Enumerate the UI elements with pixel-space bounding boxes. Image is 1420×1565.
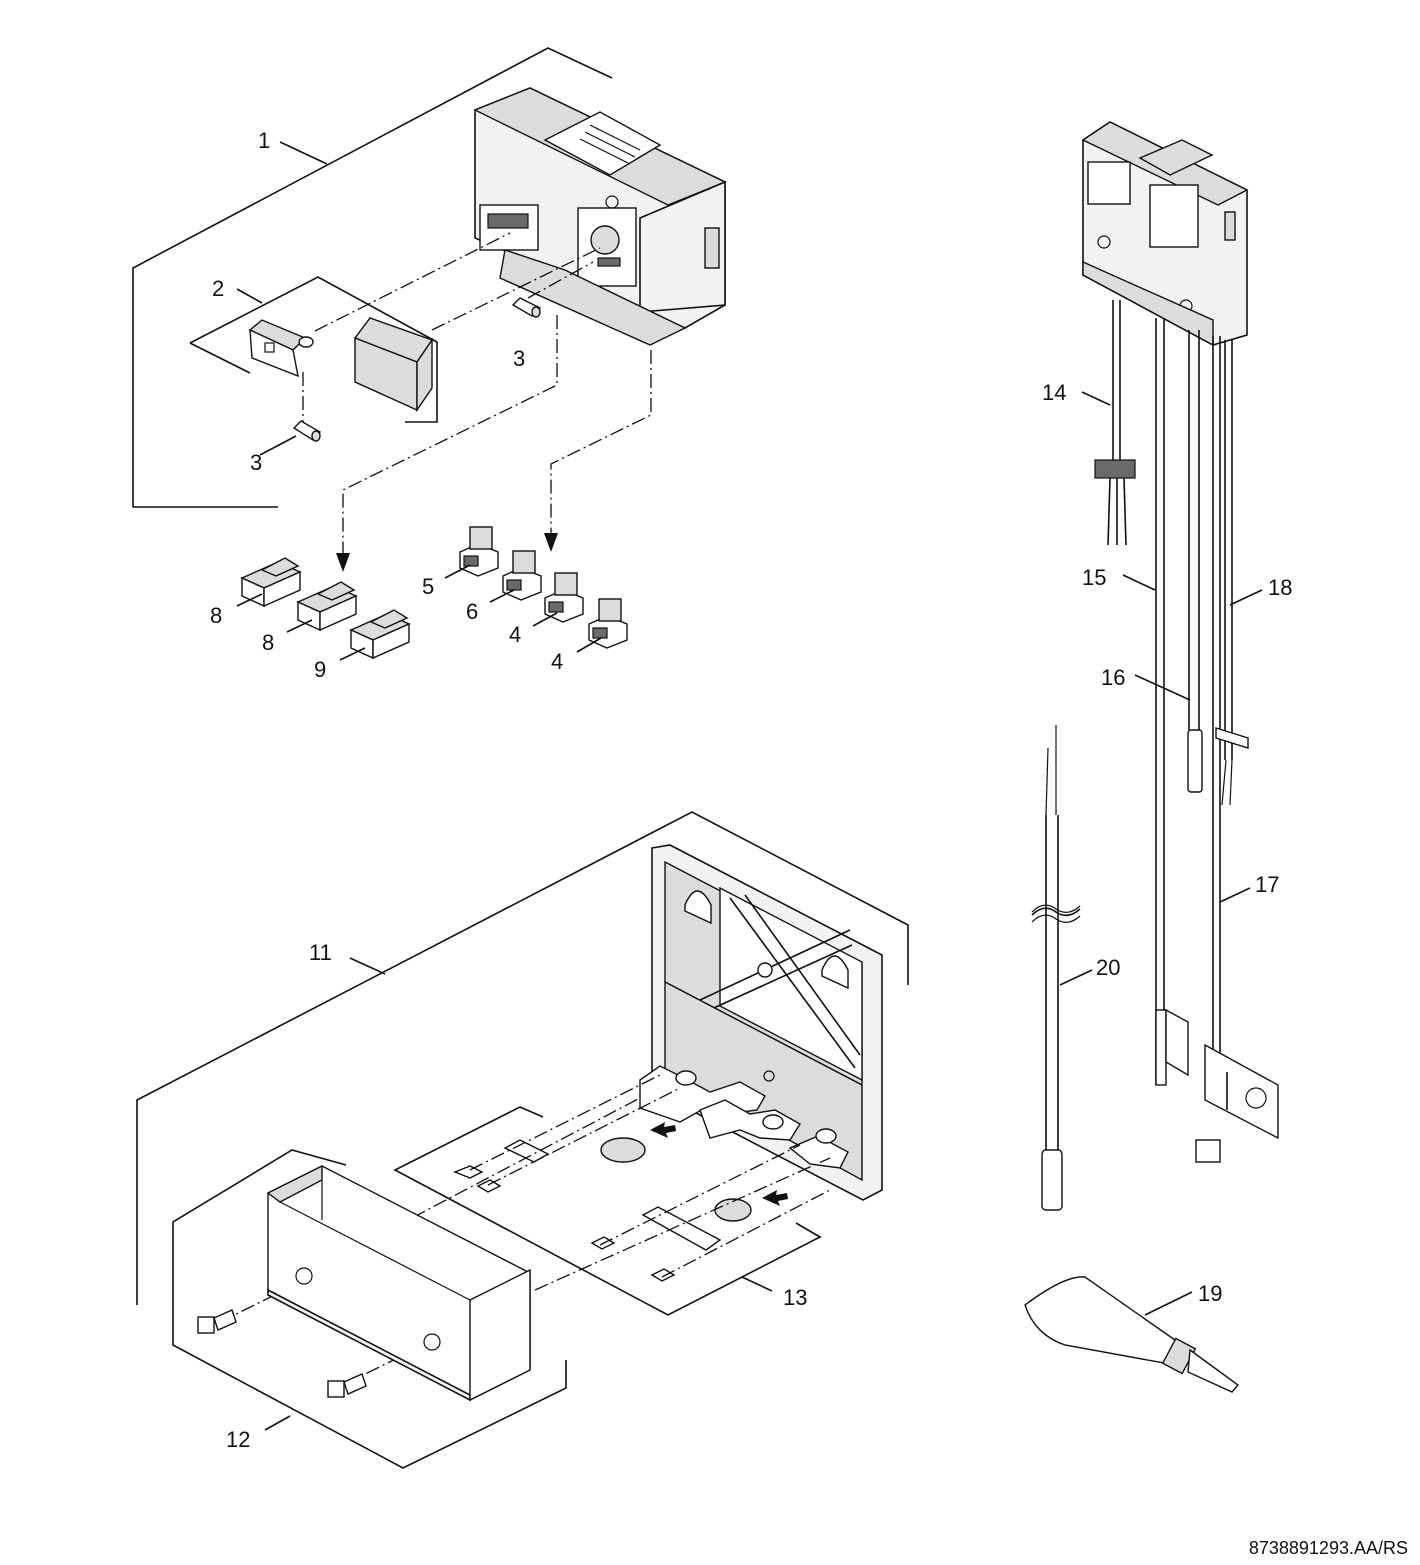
group-1-dash-lines [302, 232, 652, 555]
group-11-bracket [136, 811, 909, 1305]
cables [1094, 300, 1279, 1163]
clip-2 [248, 319, 314, 378]
cable-clamps-13 [453, 1139, 722, 1282]
group-12-bracket [172, 1149, 567, 1469]
callout-14: 14 [1042, 380, 1066, 405]
control-unit [473, 87, 727, 346]
plate-2 [189, 276, 438, 423]
callout-19: 19 [1198, 1281, 1222, 1306]
plug-4a [544, 572, 584, 623]
document-code: 8738891293.AA/RS [1248, 1538, 1408, 1558]
callout-6: 6 [466, 599, 478, 624]
fuse-3a [511, 297, 542, 318]
right-leader-lines [1059, 391, 1263, 1316]
arrow-right-icon [762, 1190, 788, 1206]
probe-20 [1031, 725, 1081, 1211]
screws-12 [197, 1309, 367, 1398]
arrow-down-icon [336, 553, 350, 572]
fuse-3b [292, 420, 322, 442]
arrow-right-icon [650, 1122, 676, 1138]
arrow-down-icon [544, 533, 558, 552]
callout-12: 12 [226, 1427, 250, 1452]
callout-2: 2 [212, 276, 224, 301]
callout-9: 9 [314, 657, 326, 682]
plug-8b [296, 581, 358, 632]
callout-20: 20 [1096, 955, 1120, 980]
wall-base [651, 844, 883, 1201]
front-cover [266, 1164, 531, 1402]
plug-4b [588, 598, 628, 649]
callout-13: 13 [783, 1285, 807, 1310]
top-leader-lines [236, 435, 602, 661]
group-1-bracket [132, 47, 613, 508]
callout-17: 17 [1255, 872, 1279, 897]
group-13-bracket [393, 1106, 822, 1316]
plug-8a [240, 557, 302, 608]
harness-unit [1081, 121, 1249, 347]
grease-tube-19 [1024, 1276, 1240, 1393]
plug-5 [459, 526, 499, 577]
callout-8: 8 [210, 603, 222, 628]
callout-1: 1 [258, 128, 270, 153]
callout-15: 15 [1082, 565, 1106, 590]
strain-relief-rail [600, 1065, 849, 1222]
callout-16: 16 [1101, 665, 1125, 690]
callout-11: 11 [309, 940, 332, 965]
callout-3: 3 [250, 450, 262, 475]
callout-5: 5 [422, 574, 434, 599]
callout-4: 4 [509, 622, 521, 647]
callout-8: 8 [262, 630, 274, 655]
plug-9 [349, 609, 411, 660]
callout-18: 18 [1268, 575, 1292, 600]
plug-6 [502, 550, 542, 601]
callout-3: 3 [513, 346, 525, 371]
callout-4: 4 [551, 649, 563, 674]
